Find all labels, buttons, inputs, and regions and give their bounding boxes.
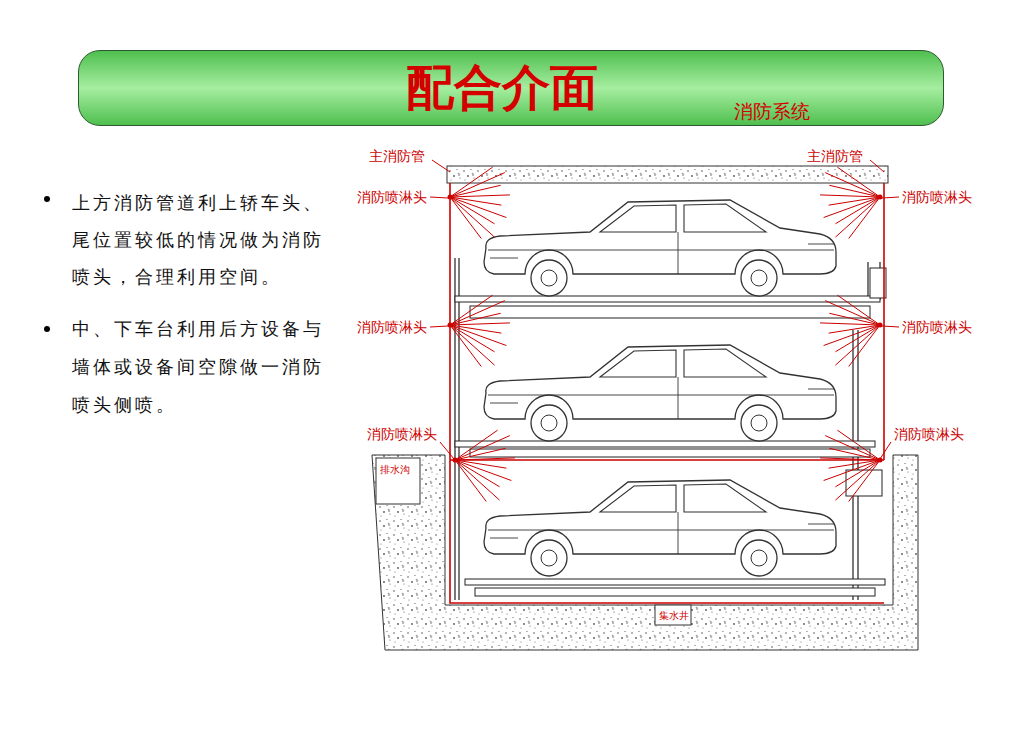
spray-ray: [455, 460, 500, 500]
title-band: 配合介面消防系统: [78, 50, 944, 126]
spray-ray: [820, 458, 880, 460]
title-text: 配合介面: [406, 59, 598, 115]
bullet-text: 上方消防管道利上轿车头、尾位置较低的情况做为消防喷头，合理利用空间。: [72, 184, 334, 295]
spray-ray: [820, 195, 880, 197]
sprinkler-label: 消防喷淋头: [366, 425, 438, 443]
spray-fans: [448, 167, 883, 501]
sprinkler-label: 消防喷淋头: [893, 425, 965, 443]
spray-ray: [835, 325, 880, 352]
spray-ray: [450, 197, 481, 239]
spray-ray: [450, 301, 505, 325]
spray-ray: [450, 325, 481, 367]
sprinkler-head: [448, 323, 453, 328]
spray-ray: [820, 323, 880, 325]
spray-ray: [825, 301, 880, 325]
fire-pipe: [450, 183, 884, 603]
pipe-label: 主消防管: [368, 147, 426, 165]
spray-ray: [455, 436, 510, 460]
spray-ray: [450, 173, 505, 197]
pipe-label: 主消防管: [806, 147, 864, 165]
car: [484, 345, 836, 441]
sprinkler-label: 消防喷淋头: [356, 318, 428, 336]
sump-pit: [655, 605, 691, 625]
spray-ray: [450, 197, 495, 224]
spray-ray: [835, 197, 880, 224]
spray-ray: [450, 195, 510, 197]
spray-ray: [455, 460, 486, 502]
ceiling-slab: [447, 166, 888, 183]
sprinkler-head: [878, 323, 883, 328]
spray-ray: [835, 460, 880, 487]
spray-ray: [450, 197, 495, 237]
leader-line: [430, 160, 899, 459]
spray-ray: [849, 197, 880, 239]
bullet-text: 中、下车台利用后方设备与墙体或设备间空隙做一消防喷头侧喷。: [72, 310, 334, 424]
spray-ray: [835, 325, 880, 365]
bullet-dot: [44, 326, 50, 332]
sprinkler-head: [448, 195, 453, 200]
spray-ray: [825, 173, 880, 197]
car: [484, 200, 836, 296]
sprinkler-label: 消防喷淋头: [901, 188, 973, 206]
spray-ray: [450, 325, 495, 352]
sprinkler-head: [878, 458, 883, 463]
spray-ray: [849, 460, 880, 502]
sprinkler-label: 消防喷淋头: [356, 188, 428, 206]
spray-ray: [825, 436, 880, 460]
sprinkler-head: [878, 195, 883, 200]
spray-ray: [849, 325, 880, 367]
spray-ray: [835, 460, 880, 500]
spray-ray: [455, 460, 500, 487]
sprinkler-head: [453, 458, 458, 463]
parking-frame: [455, 258, 880, 600]
sprinkler-label: 消防喷淋头: [901, 318, 973, 336]
spray-ray: [450, 325, 495, 365]
bullet-dot: [44, 196, 50, 202]
car: [484, 480, 836, 576]
spray-ray: [835, 197, 880, 237]
subtitle-text: 消防系统: [734, 100, 810, 122]
drain-label: 排水沟: [379, 463, 411, 477]
pit-concrete: [372, 455, 918, 650]
drain-channel: [376, 458, 420, 504]
spray-ray: [455, 458, 515, 460]
sump-label: 集水井: [658, 609, 690, 623]
spray-ray: [450, 323, 510, 325]
car-platform: [455, 268, 886, 596]
